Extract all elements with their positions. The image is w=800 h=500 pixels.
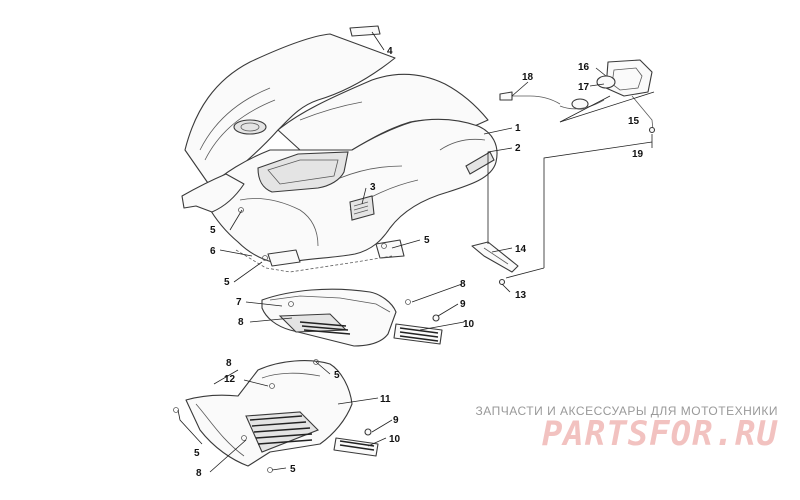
callout-1: 1 [515, 123, 521, 134]
callout-12: 12 [224, 374, 236, 385]
callout-17: 17 [578, 82, 590, 93]
callout-15: 15 [628, 116, 640, 127]
left-footwell [261, 288, 411, 347]
callout-5-body-lower: 5 [224, 277, 230, 288]
callout-8-right-bottom: 8 [196, 468, 202, 479]
label-plate [349, 25, 381, 37]
rear-fender-body [181, 33, 498, 267]
callout-7: 7 [236, 297, 242, 308]
callout-3: 3 [370, 182, 376, 193]
leader-lines [177, 31, 655, 473]
callout-9-lower: 9 [393, 415, 399, 426]
right-footwell-tread [249, 415, 313, 445]
callout-11: 11 [380, 394, 391, 405]
callout-2: 2 [515, 143, 521, 154]
callout-4: 4 [387, 46, 393, 57]
right-step-plate [333, 428, 379, 457]
callout-8-right-top: 8 [226, 358, 232, 369]
left-step-plate [393, 314, 443, 345]
decal-plate [349, 195, 375, 221]
callout-8-left-fastener: 8 [460, 279, 466, 290]
callout-6: 6 [210, 246, 216, 257]
callout-5-right-footwell-top: 5 [334, 370, 340, 381]
callout-5-upper-left: 5 [210, 225, 216, 236]
right-footwell [173, 359, 353, 473]
reflector-bracket [471, 241, 519, 286]
callout-5-right-footwell-side: 5 [194, 448, 200, 459]
callout-10-upper: 10 [463, 319, 475, 330]
callout-5-body-right: 5 [424, 235, 430, 246]
callout-labels: 1 2 3 4 5 5 5 5 5 5 6 7 8 8 8 8 9 9 10 1… [194, 46, 644, 479]
callout-14: 14 [515, 244, 527, 255]
callout-13: 13 [515, 290, 527, 301]
callout-5-right-footwell-bottom: 5 [290, 464, 296, 475]
callout-8-left-footwell: 8 [238, 317, 244, 328]
callout-10-lower: 10 [389, 434, 401, 445]
watermark-logo: PARTSFOR.RU [541, 414, 778, 454]
callout-16: 16 [578, 62, 590, 73]
callout-9-upper: 9 [460, 299, 466, 310]
callout-19: 19 [632, 149, 644, 160]
callout-18: 18 [522, 72, 534, 83]
watermark-tagline: ЗАПЧАСТИ И АКСЕССУАРЫ ДЛЯ МОТОТЕХНИКИ [475, 404, 778, 418]
taillight-assembly [499, 59, 656, 134]
left-footwell-tread [299, 321, 351, 335]
